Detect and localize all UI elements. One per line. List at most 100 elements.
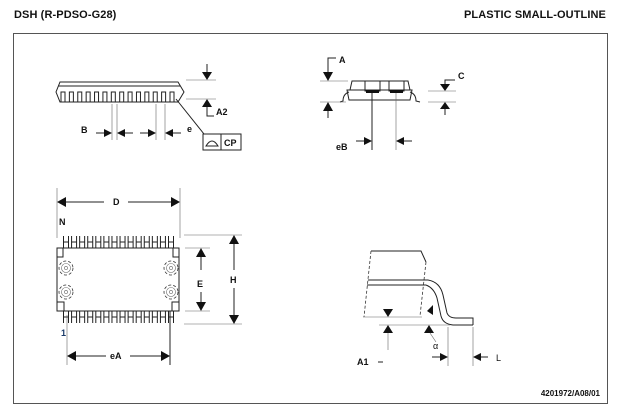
e-body-arrow-bottom (196, 302, 206, 311)
corner-tab-tr (172, 247, 180, 258)
label-alpha: α (433, 341, 438, 351)
d-arrow-left (57, 197, 66, 207)
label-eb: eB (336, 142, 348, 152)
ea-arrow-right (161, 351, 170, 361)
label-b: B (81, 125, 88, 135)
top-lead (111, 236, 118, 248)
top-body (56, 247, 180, 312)
coplanarity-symbol-icon (205, 140, 219, 147)
eb-arrow-left (364, 137, 372, 145)
side-lead (68, 91, 74, 103)
detail-lead-bend-outer (427, 279, 474, 325)
detail-lead-bend-inner (425, 284, 473, 326)
label-l: L (496, 353, 501, 363)
bottom-lead (127, 311, 134, 323)
bottom-lead (63, 311, 69, 323)
package-code-title: DSH (R-PDSO-G28) (14, 9, 117, 21)
end-lead-right (409, 91, 421, 103)
lead-detail-view: A1 α L (357, 250, 501, 367)
side-lead (77, 91, 83, 103)
c-arrow-bottom (440, 102, 450, 109)
side-lead (119, 91, 125, 103)
c-arrow-top (440, 84, 450, 91)
cp-leader (175, 98, 205, 135)
a-leader (327, 57, 336, 72)
bottom-lead (119, 311, 126, 323)
bottom-lead (79, 311, 86, 323)
top-lead (168, 236, 174, 248)
corner-tab-tl (56, 247, 64, 258)
end-pad-left (366, 90, 379, 93)
detail-body-top (371, 250, 427, 263)
h-arrow-bottom (229, 315, 239, 324)
side-lead (60, 91, 66, 103)
top-lead (63, 236, 69, 248)
mount-hole-tl (58, 260, 74, 276)
b-arrow-left (104, 129, 112, 137)
bottom-lead (143, 311, 150, 323)
a1-arrow-bottom (383, 325, 393, 333)
label-c: C (458, 71, 465, 81)
bottom-lead (95, 311, 102, 323)
top-lead (71, 236, 78, 248)
side-lead (161, 91, 167, 103)
side-lead (127, 91, 133, 103)
label-e: e (187, 124, 192, 134)
h-arrow-top (229, 235, 239, 244)
a-arrow-top (323, 72, 333, 81)
l-arrow-left (440, 353, 448, 361)
e-body-arrow-top (196, 248, 206, 257)
a-arrow-bottom (323, 102, 333, 111)
alpha-leader (429, 332, 437, 343)
mount-hole-br (163, 284, 179, 300)
bottom-lead (87, 311, 94, 323)
c-leader (444, 79, 455, 84)
top-lead (87, 236, 94, 248)
label-e-body: E (197, 279, 203, 289)
bottom-lead (135, 311, 142, 323)
side-lead (135, 91, 141, 103)
label-d: D (113, 197, 120, 207)
top-leads (63, 236, 174, 248)
a2-arrow-top (202, 72, 212, 80)
top-lead (127, 236, 134, 248)
side-lead (144, 91, 150, 103)
top-lead (119, 236, 126, 248)
label-cp: CP (224, 138, 237, 148)
label-pin-one: 1 (61, 328, 66, 338)
side-lead (102, 91, 108, 103)
a2-arrow-bottom (202, 99, 212, 107)
side-lead (85, 91, 91, 103)
alpha-arrow-top (427, 305, 433, 315)
label-ea: eA (110, 351, 122, 361)
detail-body-right-edge (419, 261, 427, 317)
side-lead (110, 91, 116, 103)
side-leads (60, 91, 175, 103)
label-a1: A1 (357, 357, 369, 367)
top-lead (159, 236, 166, 248)
label-a2: A2 (216, 107, 228, 117)
top-lead (79, 236, 86, 248)
mount-hole-bl (58, 284, 74, 300)
l-arrow-right (473, 353, 481, 361)
e-arrow-left (148, 129, 156, 137)
bottom-lead (159, 311, 166, 323)
a2-leader (206, 107, 214, 117)
side-lead (152, 91, 158, 103)
corner-tab-bl (56, 301, 65, 312)
side-view: A2 B e CP (55, 64, 242, 151)
top-lead (95, 236, 102, 248)
label-a: A (339, 55, 346, 65)
bottom-leads (63, 311, 174, 323)
side-lead (94, 91, 100, 103)
b-arrow-right (117, 129, 125, 137)
eb-arrow-right (396, 137, 404, 145)
drawing-frame (13, 33, 608, 404)
top-lead (143, 236, 150, 248)
ea-arrow-left (67, 351, 76, 361)
d-arrow-right (171, 197, 180, 207)
alpha-arrow-bottom (424, 325, 434, 333)
bottom-lead (168, 311, 174, 323)
label-n: N (59, 217, 66, 227)
end-view: A C eB (320, 55, 465, 152)
